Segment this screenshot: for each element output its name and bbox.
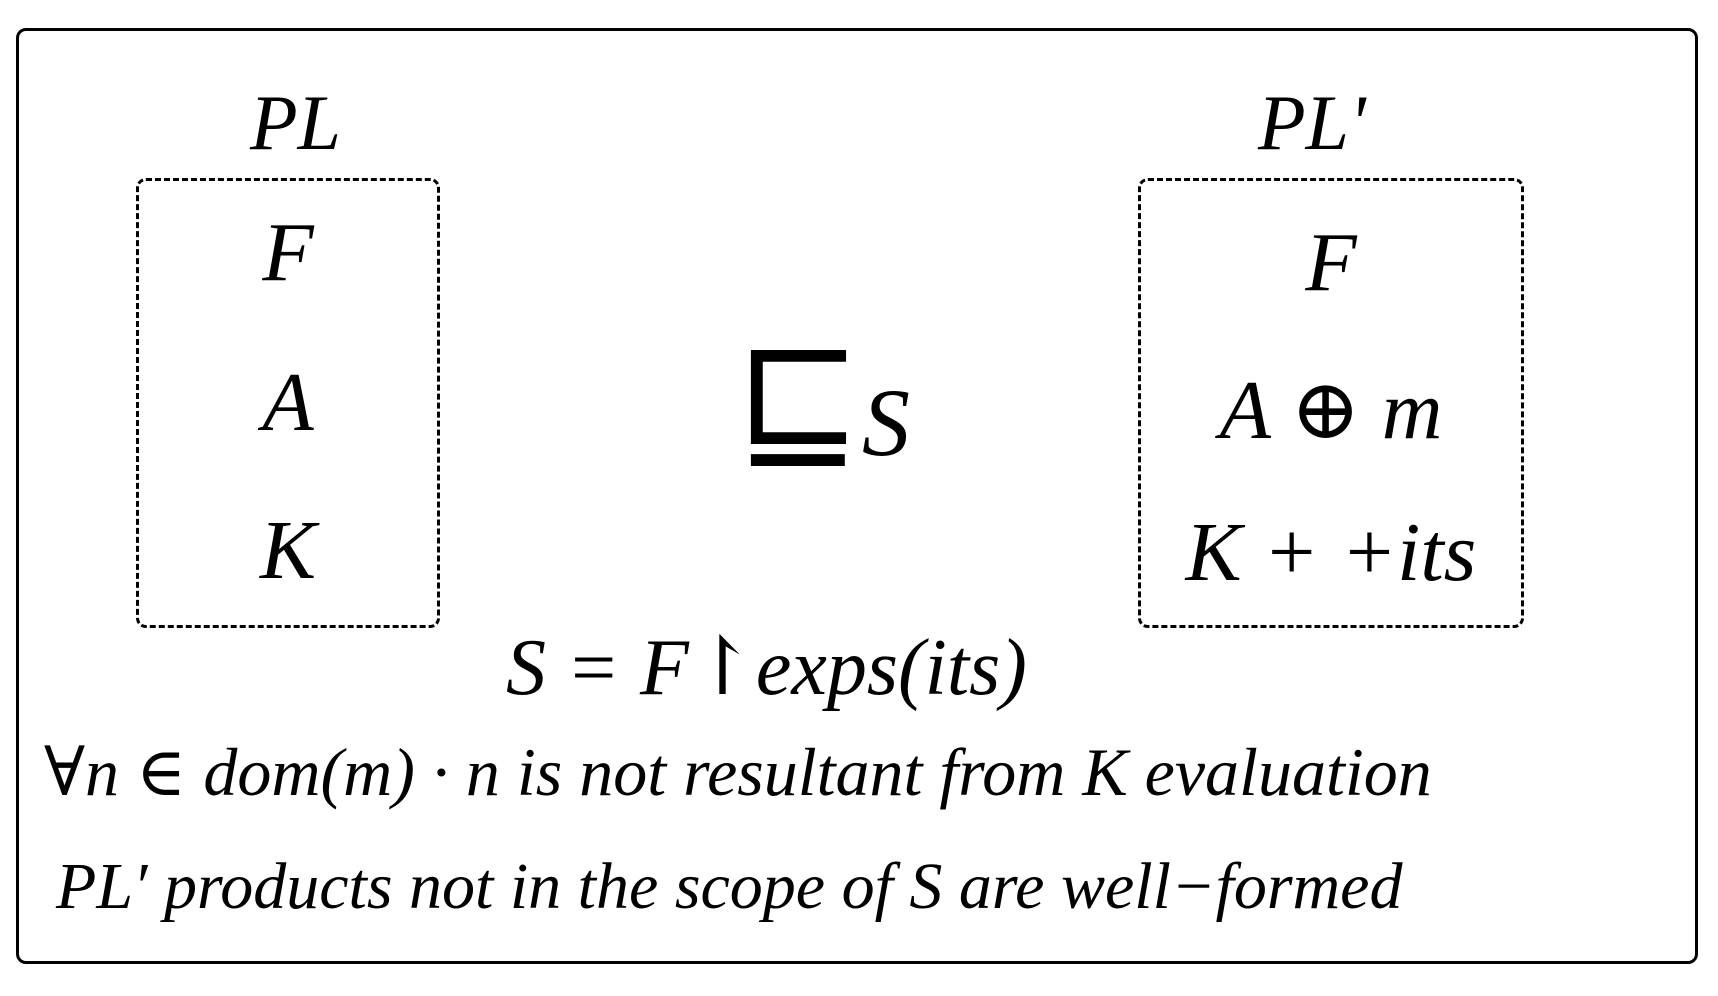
domain-condition: ∀n ∈ dom(m) · n is not resultant from K … — [44, 734, 1432, 810]
right-item-f: F — [1305, 216, 1357, 309]
right-item-a-plus-m: A ⊕ m — [1219, 364, 1443, 457]
diagram-frame — [16, 28, 1698, 964]
right-product-line-box: F A ⊕ m K + +its — [1138, 178, 1524, 628]
right-product-line-title: PL' — [1258, 79, 1366, 166]
left-product-line-title: PL — [250, 79, 342, 166]
refinement-relation: ⊑S — [735, 330, 910, 480]
left-product-line-box: F A K — [136, 178, 440, 628]
refinement-subscript: S — [861, 369, 910, 476]
refinement-symbol: ⊑ — [735, 322, 862, 488]
right-item-k-plus-its: K + +its — [1185, 506, 1477, 599]
scope-definition: S = F↾exps(its) — [506, 624, 1027, 712]
left-item-f: F — [262, 206, 314, 299]
left-item-a: A — [262, 356, 314, 449]
wellformed-condition: PL′ products not in the scope of S are w… — [56, 850, 1403, 923]
left-item-k: K — [259, 504, 317, 597]
